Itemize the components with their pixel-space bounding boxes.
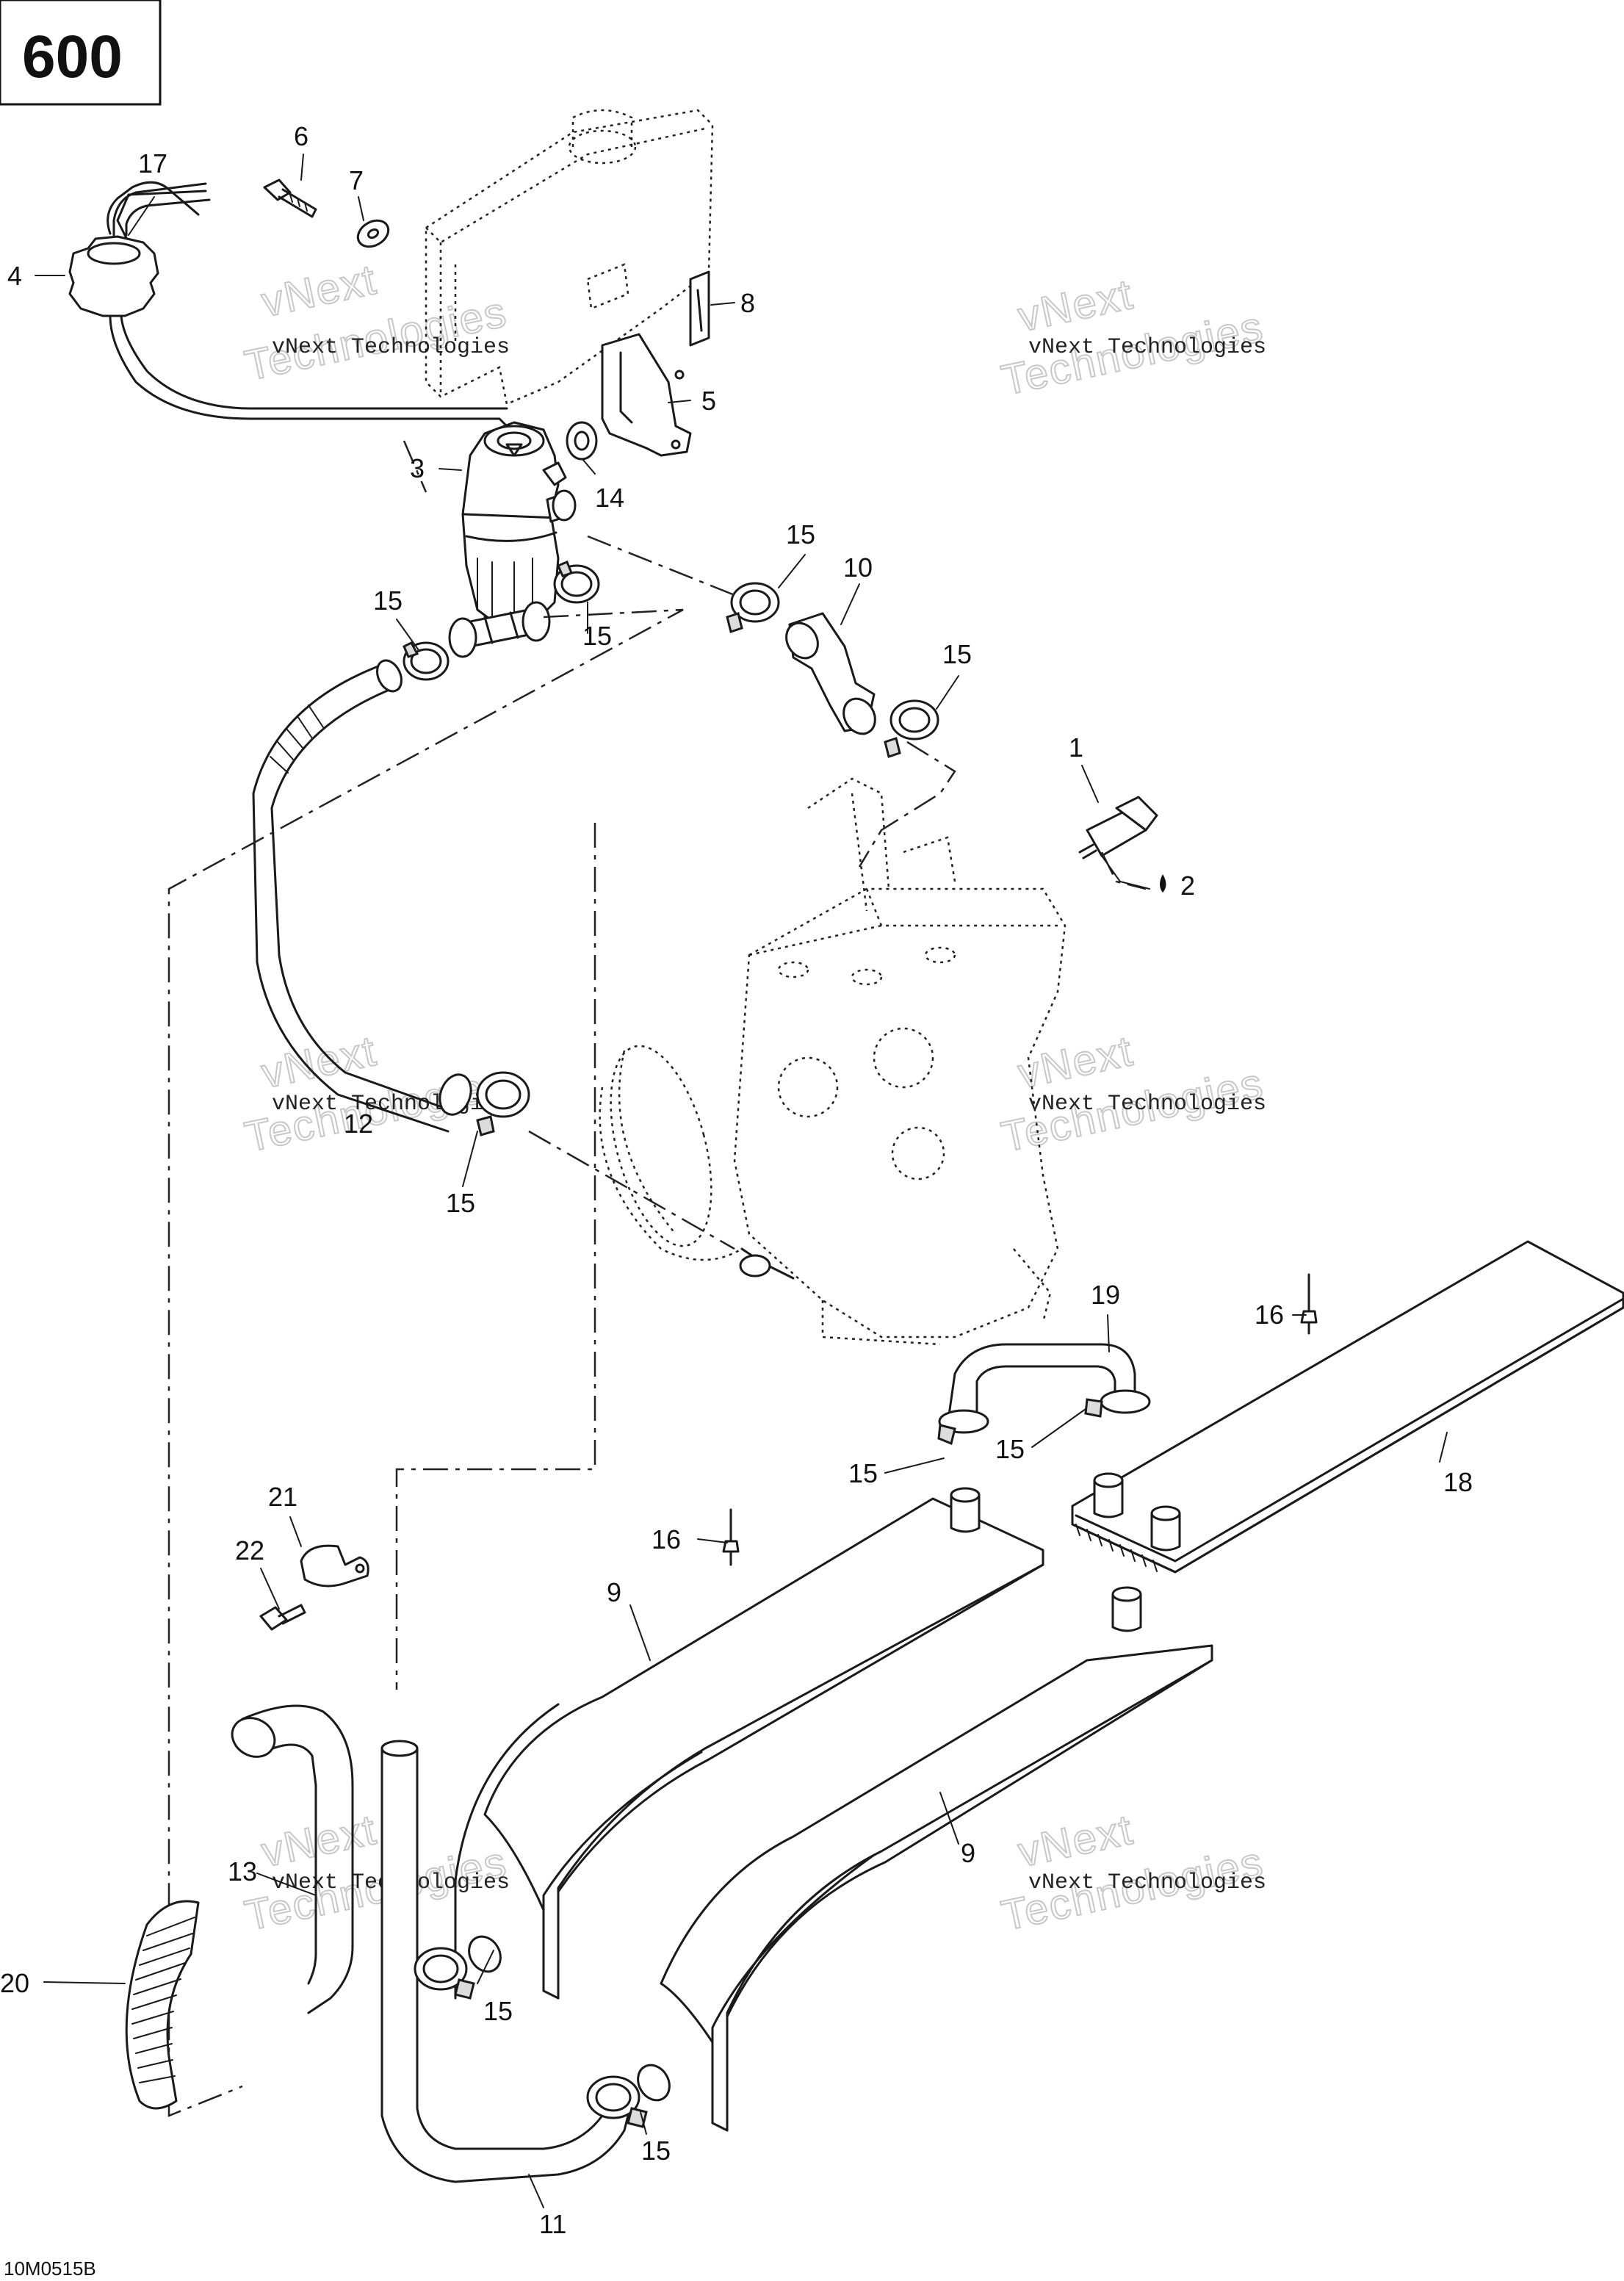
protective-sleeve-20 bbox=[125, 1900, 200, 2110]
watermark-text-1: vNext Technologies bbox=[272, 335, 510, 360]
callout-14: 14 bbox=[595, 483, 624, 513]
sealant-drop-icon bbox=[1160, 874, 1166, 893]
hose-clamp-lower-a bbox=[414, 1947, 475, 2000]
callout-7: 7 bbox=[349, 165, 364, 195]
callout-16a: 16 bbox=[1255, 1300, 1284, 1330]
watermark-4: vNext Technologies bbox=[997, 1026, 1268, 1162]
watermark-5: vNext Technologies bbox=[240, 1805, 512, 1941]
hose-clamp-right-upper bbox=[553, 561, 600, 604]
callout-22: 22 bbox=[235, 1535, 264, 1565]
hose-clamp-left-upper bbox=[403, 641, 450, 681]
callout-8: 8 bbox=[740, 288, 755, 318]
callout-15b: 15 bbox=[942, 639, 972, 669]
fitting-lower-b bbox=[637, 2064, 671, 2102]
watermark-text-6: vNext Technologies bbox=[1028, 1870, 1266, 1895]
tank-outlet-fittings bbox=[448, 601, 551, 658]
hose-clamp-19b bbox=[1084, 1389, 1151, 1418]
routing-lines bbox=[167, 440, 1147, 2117]
callout-9a: 9 bbox=[607, 1577, 621, 1607]
hose-clip-21 bbox=[300, 1544, 369, 1588]
callout-15g: 15 bbox=[995, 1434, 1025, 1464]
engine-outlet bbox=[739, 1247, 795, 1280]
coolant-hose-12 bbox=[252, 659, 472, 1133]
diagram-number-box: 600 bbox=[0, 0, 162, 106]
callout-1: 1 bbox=[1069, 732, 1083, 763]
callout-3: 3 bbox=[410, 453, 425, 483]
engine-phantom bbox=[599, 777, 1067, 1346]
callout-21: 21 bbox=[268, 1482, 297, 1512]
drawing-code: 10M0515B bbox=[4, 2257, 96, 2280]
svg-text:vNext: vNext bbox=[1014, 270, 1137, 341]
reservoir-tank-phantom bbox=[425, 109, 714, 406]
coolant-hose-11 bbox=[380, 1740, 633, 2183]
rivet-16b bbox=[722, 1508, 740, 1566]
connector-hose-19 bbox=[946, 1343, 1136, 1427]
washer-7 bbox=[356, 219, 390, 248]
leader-lines bbox=[35, 154, 1448, 2208]
heat-exchanger-18 bbox=[1071, 1240, 1624, 1574]
callouts: 1 2 3 4 5 6 7 8 9 9 10 11 12 13 14 15 15… bbox=[0, 121, 1473, 2239]
callout-11: 11 bbox=[539, 2209, 566, 2239]
callout-15e: 15 bbox=[446, 1188, 475, 1218]
clip-8 bbox=[689, 270, 710, 347]
callout-10: 10 bbox=[843, 552, 873, 583]
bolt-6 bbox=[263, 179, 317, 218]
hose-clamp-10b bbox=[884, 699, 939, 758]
callout-15f: 15 bbox=[848, 1458, 878, 1488]
callout-15d: 15 bbox=[582, 621, 612, 651]
heat-exchanger-9b bbox=[660, 1586, 1213, 2132]
callout-2: 2 bbox=[1180, 871, 1195, 901]
rivet-16a bbox=[1300, 1273, 1318, 1335]
callout-12: 12 bbox=[344, 1109, 373, 1139]
watermark-text-2: vNext Technologies bbox=[1028, 335, 1266, 360]
watermark-2: vNext Technologies bbox=[997, 270, 1268, 406]
heat-exchanger-9a bbox=[454, 1487, 1044, 2000]
callout-6: 6 bbox=[294, 121, 308, 151]
callout-20: 20 bbox=[0, 1968, 29, 1998]
callout-15h: 15 bbox=[483, 1996, 513, 2026]
callout-15a: 15 bbox=[786, 519, 815, 549]
callout-4: 4 bbox=[7, 261, 22, 291]
temperature-sensor-1 bbox=[1078, 796, 1158, 860]
callout-17: 17 bbox=[138, 148, 167, 179]
coolant-tank-3 bbox=[461, 421, 577, 626]
diagram-number: 600 bbox=[22, 24, 123, 90]
svg-text:vNext: vNext bbox=[257, 256, 380, 326]
callout-19: 19 bbox=[1091, 1280, 1120, 1310]
callout-15c: 15 bbox=[373, 585, 403, 616]
svg-text:vNext: vNext bbox=[257, 1027, 380, 1098]
svg-text:vNext: vNext bbox=[257, 1806, 380, 1876]
hose-10 bbox=[785, 612, 876, 735]
hose-clamp-19a bbox=[937, 1409, 989, 1446]
fitting-lower-a bbox=[468, 1935, 502, 1973]
svg-text:vNext: vNext bbox=[1014, 1806, 1137, 1876]
watermark-1: vNext Technologies bbox=[240, 255, 512, 391]
callout-9b: 9 bbox=[961, 1838, 975, 1868]
watermark-6: vNext Technologies bbox=[997, 1805, 1268, 1941]
hose-clamp-lower-12 bbox=[476, 1071, 530, 1136]
coolant-hose-13 bbox=[231, 1704, 354, 2014]
callout-16b: 16 bbox=[652, 1524, 681, 1554]
breather-cap-assembly bbox=[68, 181, 508, 428]
hose-clamp-lower-b bbox=[586, 2075, 648, 2128]
hose-clamp-10a bbox=[726, 582, 780, 633]
callout-5: 5 bbox=[701, 386, 716, 416]
callout-18: 18 bbox=[1443, 1467, 1473, 1497]
grommet-14 bbox=[566, 421, 598, 461]
bolt-22 bbox=[259, 1604, 306, 1631]
callout-13: 13 bbox=[228, 1856, 257, 1887]
watermark-text-4: vNext Technologies bbox=[1028, 1092, 1266, 1117]
callout-15i: 15 bbox=[641, 2136, 671, 2166]
bracket-5 bbox=[601, 333, 692, 457]
